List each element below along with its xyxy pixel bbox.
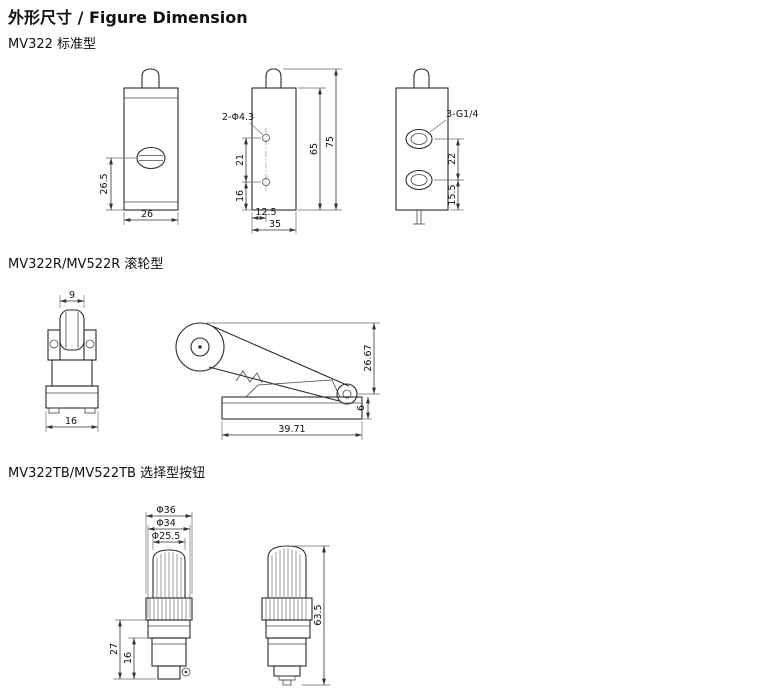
dim-phi36: Φ36 [145, 505, 193, 594]
dim-label: 16 [123, 652, 134, 664]
dim-label: 16 [65, 416, 77, 427]
figure-roller-type: 9 16 [45, 290, 380, 440]
hole-callout-label: 2-Φ4.3 [222, 112, 254, 123]
dim-label: 75 [325, 136, 336, 148]
dim-hole-offset: 12.5 [251, 207, 277, 222]
dim-label: 21 [235, 154, 246, 166]
dim-roller-base-width: 16 [45, 411, 99, 432]
dim-label: 16 [235, 190, 246, 202]
roller-lever-view [175, 322, 363, 420]
dim-label: 26.5 [99, 173, 110, 194]
dim-label: 35 [269, 219, 281, 230]
dim-button-total-height: 63.5 [292, 545, 330, 686]
dim-front-width: 26 [123, 209, 179, 225]
dim-label: 26 [141, 209, 153, 220]
dim-label: 63.5 [313, 604, 324, 625]
section-label-mv322: MV322 标准型 [8, 37, 97, 52]
dim-port-to-bottom: 15.5 [447, 180, 460, 210]
roller-front-view [45, 309, 99, 414]
dim-label: 6 [356, 405, 367, 411]
button-side-view [261, 545, 313, 686]
dim-lever-height: 26.67 [206, 322, 380, 395]
section-label-mv322tb: MV322TB/MV522TB 选择型按钮 [8, 466, 206, 481]
dim-label: 15.5 [447, 184, 458, 205]
dim-side-width: 35 [251, 212, 297, 234]
page-title: 外形尺寸 / Figure Dimension [8, 8, 248, 27]
mv322-port-view [395, 68, 449, 225]
dim-total-height: 75 [283, 68, 342, 210]
dim-button-h27: 27 [109, 619, 146, 679]
dim-base-height: 6 [356, 397, 372, 420]
dim-label: 27 [109, 643, 120, 655]
dim-label: 26.67 [363, 344, 374, 371]
section-label-mv322r: MV322R/MV522R 滚轮型 [8, 257, 164, 272]
label-ports: 3-G1/4 [429, 109, 478, 133]
dim-roller-width: 9 [59, 290, 85, 308]
dim-phi34: Φ34 [147, 518, 191, 618]
dim-label: Φ34 [156, 518, 176, 529]
mv322-side-view [251, 68, 297, 211]
dim-label: Φ36 [156, 505, 176, 516]
dim-label: 65 [309, 143, 320, 155]
dim-front-height: 26.5 [99, 157, 136, 211]
dim-body-height: 65 [298, 87, 342, 211]
port-callout-label: 3-G1/4 [446, 109, 478, 120]
dim-label: 22 [447, 153, 458, 165]
dim-label: 9 [69, 290, 75, 301]
dim-lever-length: 39.71 [221, 421, 363, 440]
figure-selector-button: Φ36 Φ34 Φ25.5 [109, 505, 330, 686]
dim-label: 39.71 [278, 424, 305, 435]
button-front-view [145, 549, 193, 680]
dim-hole-to-bottom: 16 [235, 182, 248, 210]
dim-label: 12.5 [255, 207, 276, 218]
mv322-front-view [123, 68, 179, 211]
dim-phi25-5: Φ25.5 [152, 531, 186, 550]
dim-label: Φ25.5 [152, 531, 181, 542]
figure-mv322-standard: 26.5 26 2-Φ4.3 21 16 [99, 68, 478, 234]
label-mount-holes: 2-Φ4.3 [222, 112, 264, 136]
